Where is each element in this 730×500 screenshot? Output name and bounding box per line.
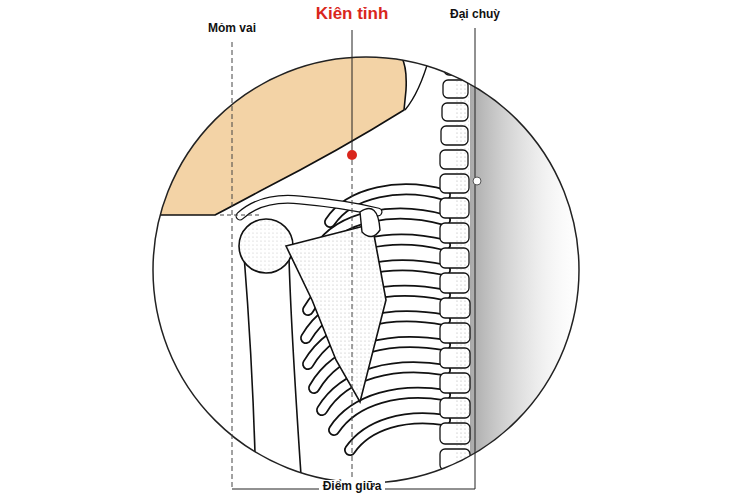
landmark-label: Đại chuỳ — [450, 8, 500, 22]
midpoint-label: Điểm giữa — [319, 480, 386, 494]
landmark-label: Mỏm vai — [208, 22, 256, 36]
acupoint-label: Kiên tỉnh — [316, 4, 389, 24]
